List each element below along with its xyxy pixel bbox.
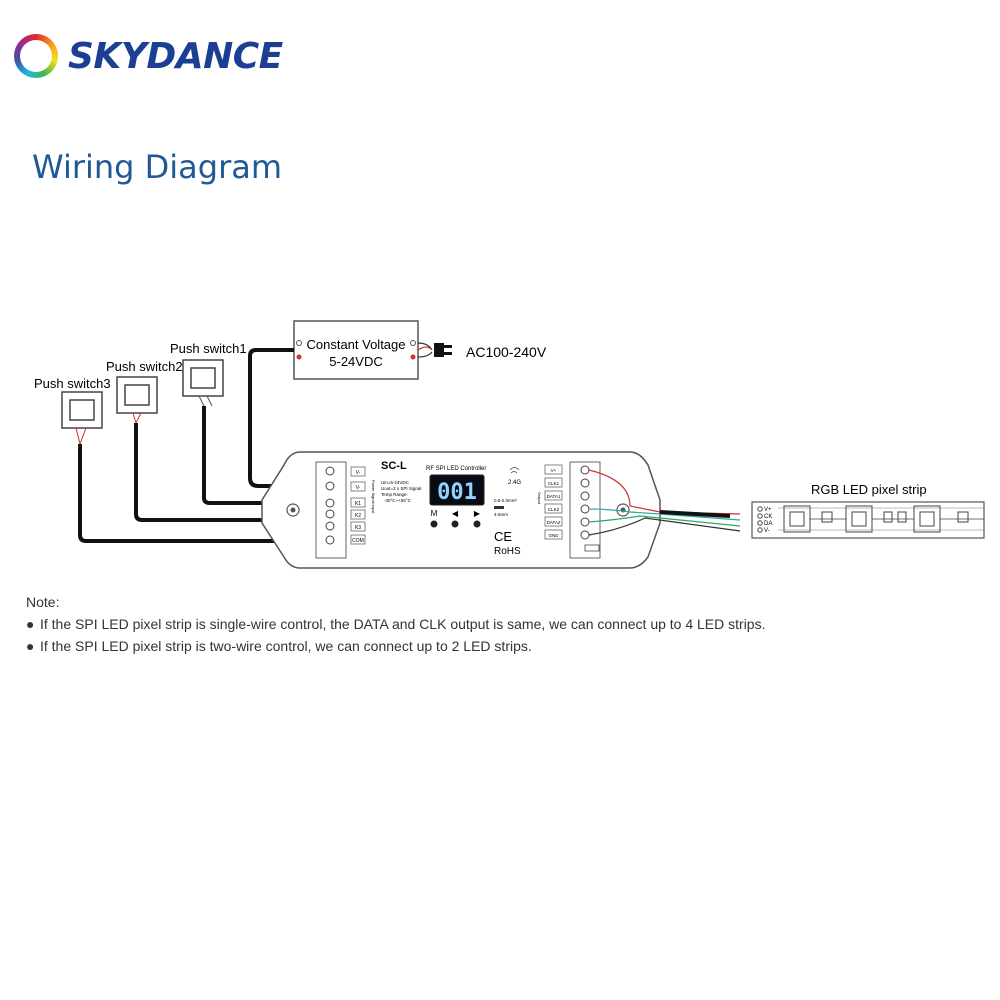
wire-strip-icon — [494, 506, 504, 509]
out-terminal-2: CLK1 — [548, 481, 560, 486]
controller-subtitle: RF SPI LED Controller — [426, 466, 486, 472]
ce-mark: CE — [494, 529, 512, 544]
input-section-label: Power Signal input — [371, 480, 376, 514]
power-supply-line2: 5-24VDC — [329, 354, 382, 369]
push-switch-1: Push switch1 — [170, 341, 247, 397]
mode-button-label: M — [431, 509, 438, 518]
in-terminal-3: K1 — [355, 501, 361, 507]
spec-temp-label: Temp Range: — [381, 492, 408, 497]
mode-button[interactable] — [430, 520, 438, 528]
wire-gauge: 0.5-2.0mm² — [494, 498, 518, 503]
left-button[interactable] — [451, 520, 459, 528]
strip-pin-da: DA — [764, 521, 772, 527]
in-terminal-5: K3 — [355, 525, 361, 531]
rf-signal-icon — [509, 467, 520, 474]
rgb-led-pixel-strip: RGB LED pixel strip V+ CK DA V- — [751, 482, 985, 539]
in-terminal-6: COM — [352, 538, 364, 544]
in-terminal-2: V- — [356, 485, 361, 491]
note-item: ● If the SPI LED pixel strip is two-wire… — [26, 638, 765, 654]
led-display: 001 — [437, 480, 477, 505]
strip-pin-vminus: V- — [764, 528, 770, 534]
strip-pin-ck: CK — [764, 514, 772, 520]
right-button-label: ▶ — [474, 509, 481, 518]
out-terminal-4: CLK2 — [548, 507, 560, 512]
note-item-text: If the SPI LED pixel strip is two-wire c… — [40, 638, 532, 654]
spec-output: Uout=2 x SPI Signal — [381, 486, 421, 491]
out-terminal-6: GND — [549, 533, 560, 538]
in-terminal-4: K2 — [355, 513, 361, 519]
power-supply: Constant Voltage 5-24VDC — [293, 320, 419, 380]
certification-icon — [584, 544, 600, 552]
output-section-label: Output — [537, 492, 542, 505]
brand-name: SKYDANCE — [68, 35, 283, 77]
push-switch-3-label: Push switch3 — [34, 376, 111, 391]
bullet-icon: ● — [26, 616, 35, 632]
out-terminal-3: DATA1 — [547, 494, 561, 499]
logo-ring-icon — [14, 34, 58, 78]
push-switch-2-label: Push switch2 — [106, 359, 183, 374]
note-title: Note: — [26, 594, 60, 610]
strip-pin-vplus: V+ — [764, 507, 772, 513]
spec-temp-range: -30°C~+55°C — [384, 498, 412, 503]
push-switch-3: Push switch3 — [34, 376, 111, 429]
wire-strip-length: 4-6mm — [494, 512, 508, 517]
strip-label: RGB LED pixel strip — [811, 482, 927, 497]
in-terminal-1: V- — [356, 470, 361, 476]
brand-logo: SKYDANCE — [14, 30, 283, 82]
controller-model: SC-L — [381, 460, 407, 472]
push-switch-2: Push switch2 — [106, 359, 183, 414]
note-item-text: If the SPI LED pixel strip is single-wir… — [40, 616, 766, 632]
note-item: ● If the SPI LED pixel strip is single-w… — [26, 616, 765, 632]
note-section: Note: ● If the SPI LED pixel strip is si… — [26, 594, 765, 660]
rohs-mark: RoHS — [494, 546, 521, 557]
out-terminal-1: V+ — [551, 468, 557, 473]
ac-plug-icon: AC100-240V — [417, 342, 547, 360]
rf-frequency: 2.4G — [508, 480, 521, 486]
out-terminal-5: DATA2 — [547, 520, 561, 525]
ac-voltage-label: AC100-240V — [466, 344, 547, 360]
power-supply-line1: Constant Voltage — [306, 337, 405, 352]
left-button-label: ◀ — [452, 509, 459, 518]
page-title: Wiring Diagram — [32, 148, 283, 186]
controller-sc-l: V- V- K1 K2 K3 COM Power Signal input SC… — [261, 451, 661, 569]
bullet-icon: ● — [26, 638, 35, 654]
spec-input: Uin=5-24VDC — [381, 480, 410, 485]
push-switch-1-label: Push switch1 — [170, 341, 247, 356]
right-button[interactable] — [473, 520, 481, 528]
